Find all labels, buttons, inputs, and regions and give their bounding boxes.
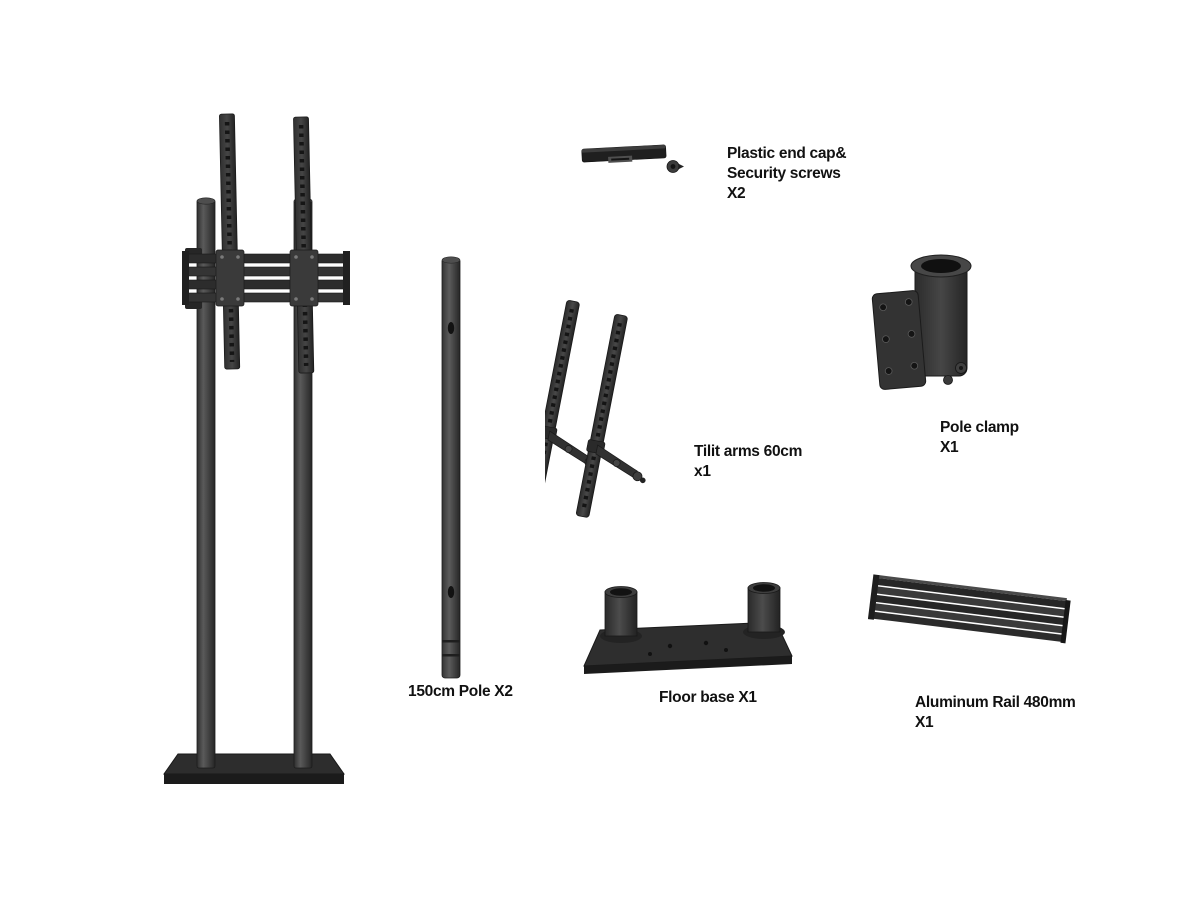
label-end-cap-line2: Security screws [727,165,841,182]
label-floor-base: Floor base X1 [659,688,757,708]
floor-base-svg [583,582,793,674]
aluminum-rail-illustration [867,566,1083,658]
pole-clamp-svg [871,254,972,390]
label-pole-clamp: Pole clamp X1 [940,418,1019,458]
assembled-stand-illustration [148,78,368,798]
label-aluminum-rail-qty: X1 [915,714,934,731]
floor-base-illustration [578,580,798,685]
label-end-cap-line1: Plastic end cap& [727,145,847,162]
pole-illustration [435,252,465,687]
pole-clamp-illustration [868,248,983,398]
pole-svg [441,256,461,679]
assembled-stand-svg [163,113,350,784]
end-cap-illustration [578,135,690,187]
tilt-arms-illustration [528,296,695,541]
label-pole-clamp-line1: Pole clamp [940,419,1019,436]
label-end-cap-qty: X2 [727,185,746,202]
label-pole-clamp-qty: X1 [940,439,959,456]
label-aluminum-rail-line1: Aluminum Rail 480mm [915,694,1076,711]
label-aluminum-rail: Aluminum Rail 480mm X1 [915,693,1076,733]
label-pole-line1: 150cm Pole X2 [408,683,513,700]
end-cap-svg [581,144,684,173]
aluminum-rail-svg [867,574,1071,644]
label-tilt-arms-qty: x1 [694,463,711,480]
label-tilt-arms: Tilit arms 60cm x1 [694,442,802,482]
label-tilt-arms-line1: Tilit arms 60cm [694,443,803,460]
label-pole: 150cm Pole X2 [408,682,513,702]
label-floor-base-line1: Floor base X1 [659,689,757,706]
tilt-arms-svg [528,300,646,518]
label-end-cap: Plastic end cap& Security screws X2 [727,144,847,204]
